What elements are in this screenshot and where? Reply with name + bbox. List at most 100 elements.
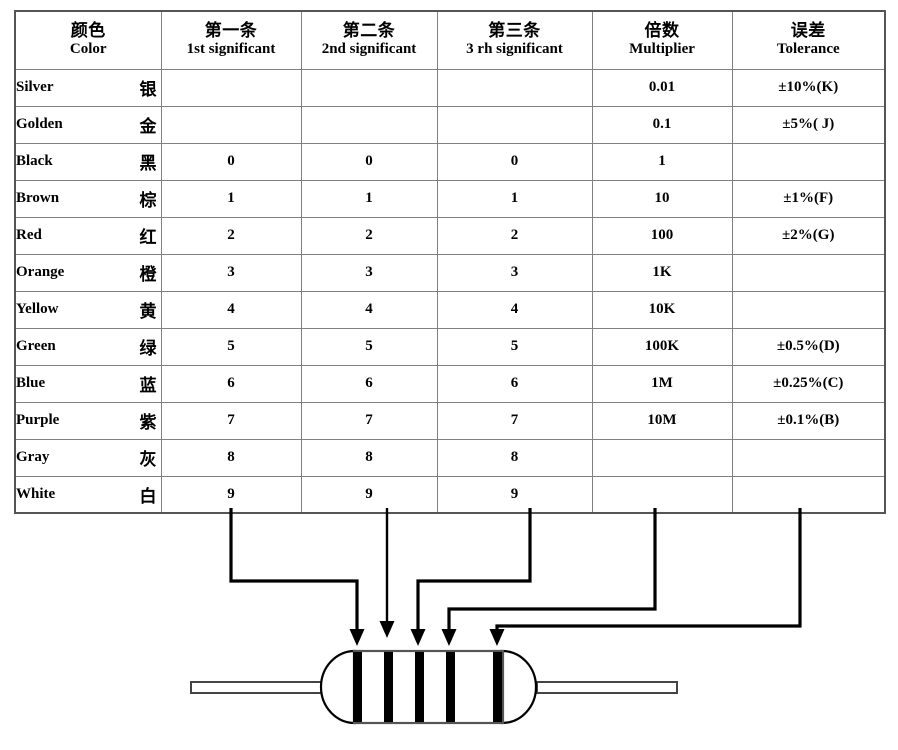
- cell-tolerance: ±0.5%(D): [731, 327, 886, 366]
- resistor-body: [352, 649, 505, 725]
- cell-first-significant: [160, 68, 302, 107]
- cell-multiplier: 1M: [591, 364, 733, 403]
- color-name-en: Black: [16, 153, 53, 169]
- cell-tolerance: [731, 142, 886, 181]
- resistor-left-lead: [190, 681, 332, 694]
- connector-second-significant: [379, 508, 395, 638]
- arrow-head-band-2: [379, 621, 395, 638]
- column-header-multiplier: 倍数 Multiplier: [591, 10, 733, 70]
- cell-first-significant: 7: [160, 401, 302, 440]
- cell-multiplier: 100K: [591, 327, 733, 366]
- arrow-head-band-1: [349, 629, 365, 646]
- column-header-third-significant-en: 3 rh significant: [466, 41, 563, 58]
- cell-multiplier: [591, 475, 733, 514]
- color-name-en: Blue: [16, 375, 46, 391]
- column-header-second-significant: 第二条 2nd significant: [300, 10, 438, 70]
- cell-second-significant: 6: [300, 364, 438, 403]
- table-header: 颜色 Color 第一条 1st significant 第二条 2nd sig…: [14, 10, 886, 70]
- resistor-right-lead: [536, 681, 678, 694]
- column-header-tolerance: 误差 Tolerance: [731, 10, 886, 70]
- color-name-cn: 黄: [139, 302, 157, 322]
- cell-second-significant: 2: [300, 216, 438, 255]
- cell-third-significant: 5: [436, 327, 593, 366]
- arrow-head-band-4: [441, 629, 457, 646]
- cell-first-significant: 8: [160, 438, 302, 477]
- resistor-band-2: [384, 652, 393, 722]
- column-header-color: 颜色 Color: [14, 10, 162, 70]
- cell-multiplier: 1: [591, 142, 733, 181]
- cell-tolerance: ±10%(K): [731, 68, 886, 107]
- color-name-en: Brown: [16, 190, 60, 206]
- column-header-first-significant-en: 1st significant: [186, 41, 276, 58]
- cell-first-significant: 0: [160, 142, 302, 181]
- color-name-cn: 绿: [139, 339, 157, 359]
- cell-third-significant: 0: [436, 142, 593, 181]
- arrow-head-band-5: [489, 629, 505, 646]
- column-header-color-en: Color: [69, 41, 107, 58]
- cell-third-significant: [436, 68, 593, 107]
- column-header-third-significant: 第三条 3 rh significant: [436, 10, 593, 70]
- cell-tolerance: [731, 475, 886, 514]
- column-header-multiplier-en: Multiplier: [629, 41, 695, 58]
- cell-third-significant: 9: [436, 475, 593, 514]
- cell-tolerance: ±1%(F): [731, 179, 886, 218]
- column-header-third-significant-cn: 第三条: [488, 21, 541, 42]
- cell-second-significant: 8: [300, 438, 438, 477]
- arrow-head-band-3: [410, 629, 426, 646]
- cell-third-significant: [436, 105, 593, 144]
- resistor-color-code-table: 颜色 Color 第一条 1st significant 第二条 2nd sig…: [14, 10, 886, 514]
- table-header-row: 颜色 Color 第一条 1st significant 第二条 2nd sig…: [14, 10, 886, 70]
- cell-second-significant: 1: [300, 179, 438, 218]
- resistor-band-3: [415, 652, 424, 722]
- cell-second-significant: 5: [300, 327, 438, 366]
- color-name-cn: 银: [139, 80, 157, 100]
- resistor-symbol: [190, 649, 678, 725]
- cell-second-significant: 0: [300, 142, 438, 181]
- color-name-cn: 棕: [139, 191, 157, 211]
- color-name-cn: 灰: [139, 450, 157, 470]
- cell-third-significant: 7: [436, 401, 593, 440]
- cell-multiplier: 10M: [591, 401, 733, 440]
- cell-second-significant: 7: [300, 401, 438, 440]
- color-name-en: Orange: [16, 264, 65, 280]
- color-name-en: Red: [16, 227, 42, 243]
- cell-third-significant: 8: [436, 438, 593, 477]
- color-name-cn: 紫: [139, 413, 157, 433]
- resistor-band-5: [493, 652, 502, 722]
- cell-second-significant: 4: [300, 290, 438, 329]
- color-name-cn: 金: [139, 117, 157, 137]
- resistor-band-4: [446, 652, 455, 722]
- connector-first-significant: [229, 508, 365, 646]
- cell-first-significant: 2: [160, 216, 302, 255]
- cell-color-name: Brown 棕: [14, 179, 162, 218]
- cell-tolerance: [731, 290, 886, 329]
- cell-multiplier: 0.1: [591, 105, 733, 144]
- column-header-first-significant-cn: 第一条: [204, 21, 258, 42]
- cell-third-significant: 4: [436, 290, 593, 329]
- color-name-wrapper: Brown 棕: [16, 186, 161, 211]
- column-header-multiplier-cn: 倍数: [644, 21, 680, 42]
- column-header-second-significant-cn: 第二条: [342, 21, 396, 42]
- cell-multiplier: 10: [591, 179, 733, 218]
- cell-third-significant: 2: [436, 216, 593, 255]
